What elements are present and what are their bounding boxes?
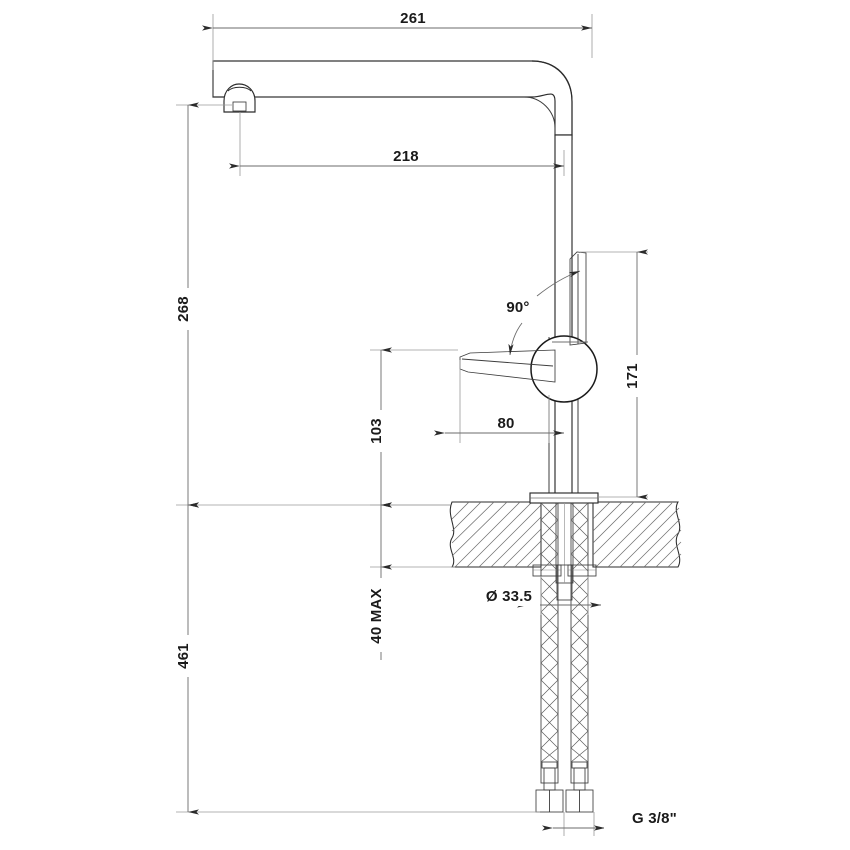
valve-cartridge-circle	[530, 335, 598, 403]
hose-braid-pattern-left	[540, 502, 559, 763]
dimension-label-diameter-33-5: Ø 33.5	[486, 588, 532, 605]
dimension-268: 268	[175, 102, 450, 508]
countertop-hatch-left	[451, 501, 542, 568]
dimension-thread-g38: G 3/8"	[542, 809, 677, 836]
dimension-103: 103	[368, 347, 458, 508]
dimension-label-171: 171	[624, 363, 641, 389]
dimension-218: 218	[229, 112, 565, 176]
dimension-label-268: 268	[175, 296, 192, 322]
dimension-label-261: 261	[400, 10, 426, 27]
vertical-faucet-body	[548, 134, 579, 496]
dimension-261: 261	[202, 9, 593, 70]
base-escutcheon-flange	[529, 492, 599, 504]
dimension-label-angle-90: 90°	[506, 299, 529, 316]
dimension-angle-90: 90°	[500, 270, 581, 356]
dimension-80: 80	[434, 360, 564, 443]
countertop-hatch-right	[592, 501, 682, 568]
threaded-mounting-stud	[555, 502, 574, 601]
dimension-label-103: 103	[368, 418, 385, 444]
countertop-cross-section	[449, 501, 682, 568]
hose-braid-pattern-right	[570, 502, 589, 763]
dimension-171: 171	[580, 249, 648, 500]
dimension-label-218: 218	[393, 148, 419, 165]
dimension-label-40max: 40 MAX	[368, 588, 385, 643]
aerator-outlet-nozzle	[223, 83, 256, 113]
braided-supply-hose-right	[565, 502, 594, 813]
horizontal-spout-arm	[212, 60, 573, 140]
dimension-461: 461	[175, 502, 540, 815]
dimension-diameter-33-5: Ø 33.5	[478, 576, 601, 615]
dimension-label-thread-g38: G 3/8"	[632, 810, 677, 827]
dimension-40max: 40 MAX	[368, 502, 455, 660]
dimension-label-80: 80	[497, 415, 514, 432]
dimension-label-461: 461	[175, 643, 192, 669]
